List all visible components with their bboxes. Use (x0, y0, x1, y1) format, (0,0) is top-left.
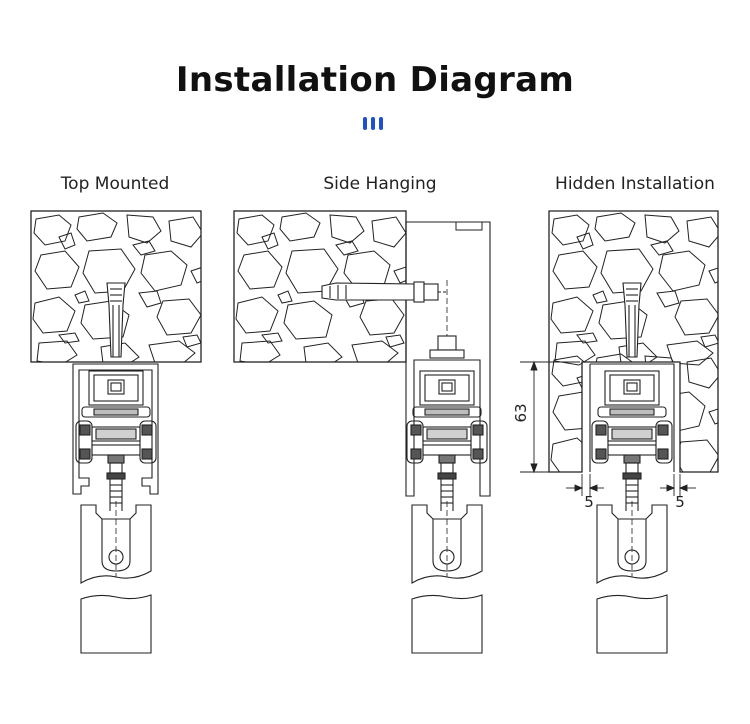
dimension-height: 63 (512, 403, 530, 422)
panel-top-mounted (30, 210, 202, 654)
panel-hidden-installation: 63 5 5 (512, 210, 719, 654)
accent-bar (379, 117, 383, 130)
label-side-hanging: Side Hanging (323, 174, 437, 194)
label-top-mounted: Top Mounted (60, 174, 170, 194)
accent-bar (363, 117, 367, 130)
panel-side-hanging (233, 210, 491, 654)
dimension-gap-left: 5 (584, 493, 594, 511)
dimension-gap-right: 5 (675, 493, 685, 511)
page-title: Installation Diagram (175, 60, 575, 100)
label-hidden-installation: Hidden Installation (555, 174, 715, 194)
title-accent-bars (363, 117, 387, 131)
accent-bar (371, 117, 375, 130)
